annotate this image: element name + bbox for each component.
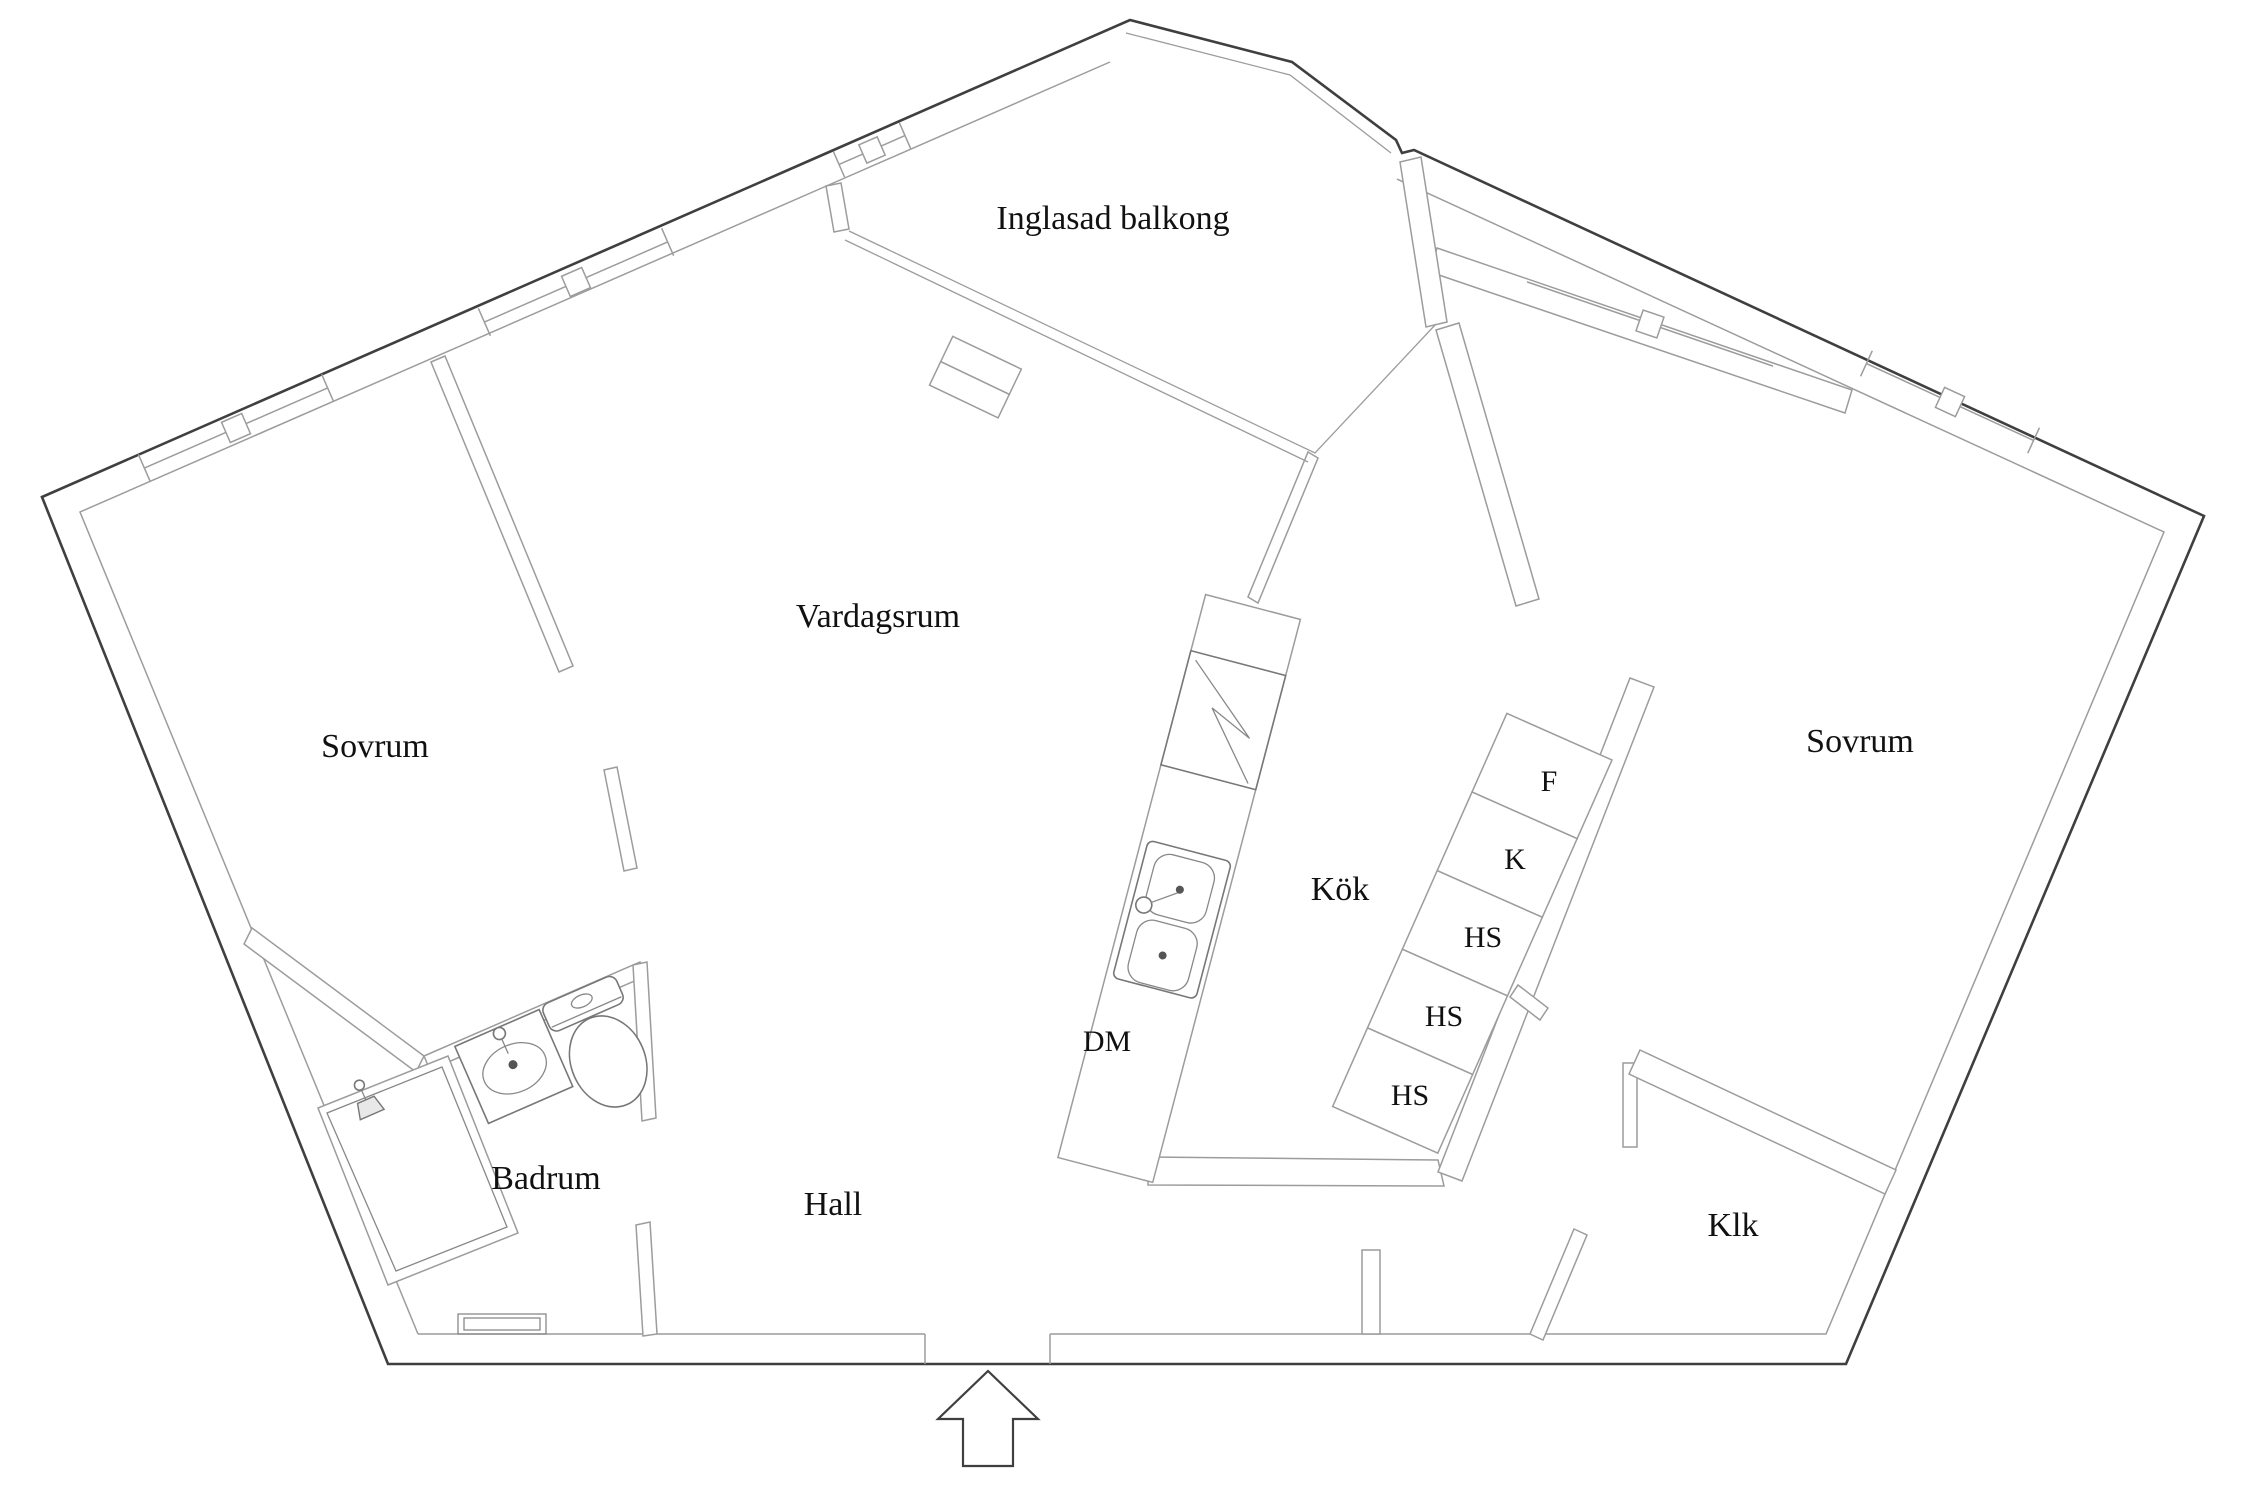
wall-entry-stub [1361, 1249, 1381, 1335]
balcony-floor-edge-inner [844, 239, 1309, 463]
stove [1159, 649, 1287, 791]
bedroom-right-label: Sovrum [1806, 723, 1914, 760]
wall-balcony-left-step [825, 182, 850, 233]
vanity-drain [508, 1060, 518, 1070]
bedroom-left-label: Sovrum [321, 728, 429, 765]
sink-faucet-icon [1134, 896, 1153, 914]
windows [137, 122, 2041, 483]
wall-closet-left-stub [1622, 1062, 1638, 1148]
balcony-door-threshold [928, 360, 1011, 419]
wall-passage [1435, 322, 1540, 607]
wall-bathroom-right-lower [635, 1221, 658, 1337]
wall-closet-top [1628, 1048, 1897, 1196]
tall-cabinet-label-1: HS [1464, 921, 1502, 954]
balcony-label: Inglasad balkong [996, 200, 1229, 237]
entrance [935, 1369, 1041, 1468]
inner-edge-west-north [79, 61, 1111, 1335]
toilet-bowl [568, 1015, 648, 1108]
hall-label: Hall [804, 1186, 863, 1223]
bathroom-sink [453, 1008, 574, 1125]
kitchen-sink [1112, 840, 1232, 999]
balcony-glazing-line [1125, 32, 1392, 154]
stove-zigzag-icon [1195, 659, 1251, 784]
tall-cabinet-label-3: HS [1391, 1079, 1429, 1112]
balcony-floor-edge [848, 230, 1437, 454]
wall-closet-door-stub [1529, 1227, 1588, 1342]
wall-hall-stub [603, 766, 638, 872]
kitchen-counter [1057, 593, 1302, 1184]
shower-head-icon [353, 1079, 386, 1121]
inner-edge-east [1050, 178, 2165, 1335]
bathroom-radiator [457, 1313, 547, 1335]
window-balcony-left [832, 122, 912, 178]
tall-cabinet-label-2: HS [1425, 1000, 1463, 1033]
shower-inner [326, 1066, 508, 1272]
sink-basin-2 [1127, 919, 1198, 992]
toilet-tank [542, 975, 624, 1032]
toilet-button [570, 993, 593, 1009]
window-bedroom-right-top [1526, 281, 1774, 367]
balcony-door [928, 335, 1023, 419]
living-room-label: Vardagsrum [796, 598, 960, 635]
dishwasher-label: DM [1083, 1025, 1131, 1058]
window-bedroom-left-1 [137, 373, 335, 483]
wall-balcony-counter-link [1247, 450, 1319, 605]
sink-drain-1 [1175, 885, 1184, 894]
sink-basin-1 [1145, 853, 1216, 924]
wall-entry-band [1147, 1156, 1445, 1187]
bathroom-label: Badrum [491, 1160, 601, 1197]
vanity-faucet-icon [492, 1026, 507, 1041]
fridge-label: K [1504, 843, 1526, 876]
closet-label: Klk [1708, 1207, 1759, 1244]
kitchen-cabinets [1331, 712, 1613, 1155]
bathroom [317, 975, 648, 1335]
wall-bedroom-living-divider [430, 355, 574, 673]
kitchen-label: Kök [1311, 871, 1370, 908]
toilet [542, 975, 648, 1108]
labels: Inglasad balkong Vardagsrum Sovrum Sovru… [321, 200, 1914, 1244]
kitchen [1057, 593, 1613, 1184]
cabinet-tall-3 [1331, 1026, 1474, 1155]
balcony [844, 230, 1437, 463]
entrance-arrow-icon [935, 1369, 1041, 1468]
wall-kitchen-stub [1508, 983, 1550, 1022]
wall-balcony-right [1399, 156, 1448, 328]
window-bedroom-left-2 [477, 227, 675, 337]
bathroom-radiator-inner [463, 1317, 541, 1331]
freezer-label: F [1541, 765, 1558, 798]
sink-drain-2 [1158, 951, 1167, 960]
window-bedroom-right [1859, 350, 2041, 454]
